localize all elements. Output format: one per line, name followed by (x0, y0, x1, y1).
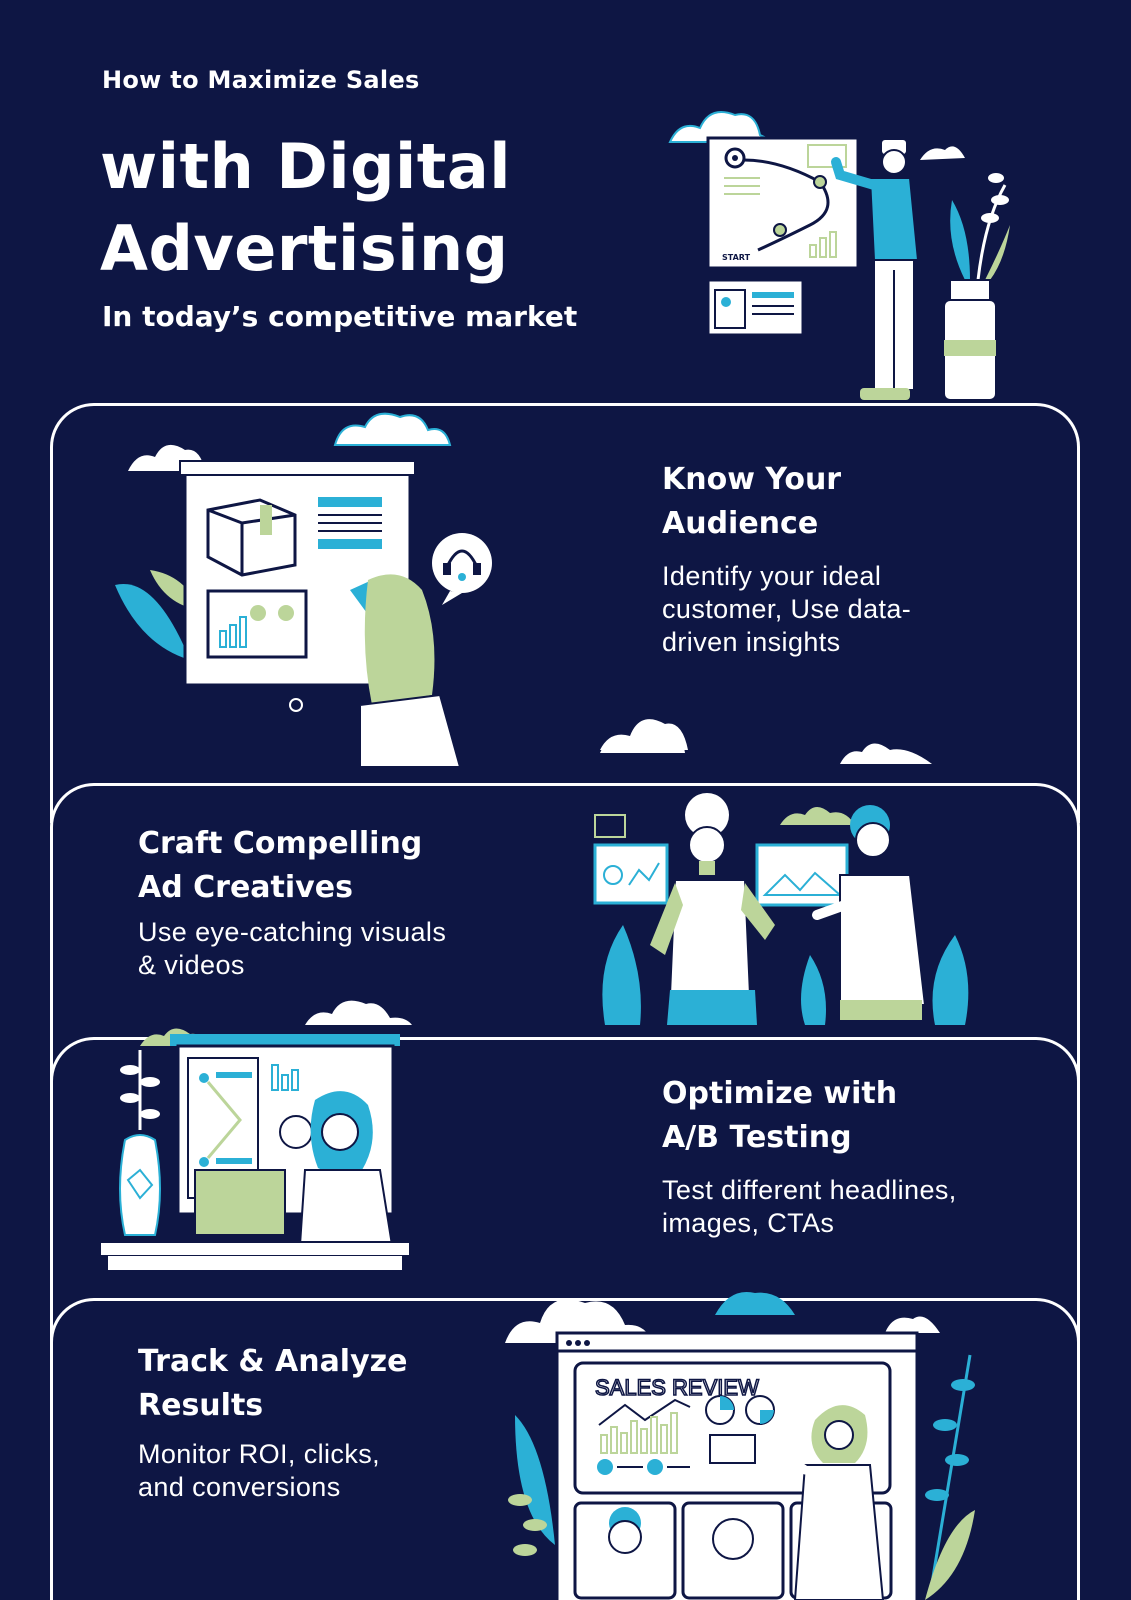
section-text-audience: Know Your Audience Identify your ideal c… (662, 458, 1062, 659)
bush-icon (602, 925, 641, 1025)
image-icon (762, 871, 843, 896)
section-body: Use eye-catching visuals & videos (138, 916, 558, 982)
section-body: Monitor ROI, clicks, and conversions (138, 1438, 518, 1504)
sales-review-label: SALES REVIEW (595, 1375, 759, 1400)
presenter-hijab-figure (765, 1405, 885, 1600)
section-title-line1: Track & Analyze (138, 1344, 408, 1379)
leaf-icon (508, 1494, 547, 1556)
section-title-line1: Craft Compelling (138, 826, 423, 861)
page-title-line1: with Digital (100, 130, 511, 203)
plant-icon (925, 1354, 975, 1600)
plant-icon (943, 173, 1010, 401)
audience-illustration (115, 412, 685, 768)
section-title-line1: Optimize with (662, 1076, 898, 1111)
clouds-decoration (305, 1000, 412, 1025)
section-title-line1: Know Your (662, 462, 842, 497)
woman-figure (650, 793, 775, 1025)
leaf-icon (515, 1415, 555, 1545)
section-title: Craft Compelling Ad Creatives (138, 822, 558, 910)
leaf-icon (115, 583, 190, 660)
section-text-analyze: Track & Analyze Results Monitor ROI, cli… (138, 1340, 518, 1504)
image-icon (709, 1434, 756, 1464)
man-figure (812, 805, 927, 1020)
cloud-icon (840, 743, 932, 764)
abtesting-illustration (99, 1028, 411, 1270)
section-text-abtesting: Optimize with A/B Testing Test different… (662, 1072, 1062, 1240)
page-title-line2: Advertising (100, 212, 509, 285)
cloud-icon (885, 1316, 940, 1333)
presenter-figure (831, 140, 920, 400)
presenter-woman-figure (330, 550, 462, 768)
clouds-decoration (600, 719, 932, 764)
lightbulb-icon (603, 865, 623, 885)
section-title: Track & Analyze Results (138, 1340, 518, 1428)
section-body-line2: & videos (138, 950, 245, 980)
section-title-line2: A/B Testing (662, 1120, 852, 1155)
headset-icon (432, 533, 492, 605)
section-body-line2: images, CTAs (662, 1208, 835, 1238)
cloud-icon (600, 719, 688, 750)
section-body-line3: driven insights (662, 627, 841, 657)
box-icon (206, 498, 297, 577)
section-title: Know Your Audience (662, 458, 1062, 546)
laptop-icon (194, 1169, 286, 1236)
section-body-line2: and conversions (138, 1472, 341, 1502)
section-body: Identify your ideal customer, Use data- … (662, 560, 1062, 659)
creatives-illustration (593, 793, 969, 1025)
header-kicker: How to Maximize Sales (102, 66, 420, 94)
section-title-line2: Ad Creatives (138, 870, 353, 905)
cloud-icon (668, 111, 776, 143)
section-title-line2: Audience (662, 506, 819, 541)
cloud-icon (780, 806, 855, 825)
section-body: Test different headlines, images, CTAs (662, 1174, 1062, 1240)
avatar (608, 1507, 642, 1554)
section-body-line1: Test different headlines, (662, 1175, 957, 1205)
presenter-illustration: START (668, 111, 1010, 401)
section-body-line1: Use eye-catching visuals (138, 917, 447, 947)
cloud-icon (305, 1000, 412, 1025)
section-title-line2: Results (138, 1388, 264, 1423)
leaf-icon (932, 935, 969, 1025)
section-body-line2: customer, Use data- (662, 594, 912, 624)
woman-hijab-figure (298, 1091, 394, 1246)
idea-screen (593, 843, 669, 905)
section-body-line1: Identify your ideal (662, 561, 882, 591)
cloud-icon (333, 412, 452, 446)
section-text-creatives: Craft Compelling Ad Creatives Use eye-ca… (138, 822, 558, 982)
section-title: Optimize with A/B Testing (662, 1072, 1062, 1160)
section-body-line1: Monitor ROI, clicks, (138, 1439, 381, 1469)
plant-icon (119, 1050, 161, 1236)
board-start-label: START (722, 253, 751, 262)
header-subtitle: In today’s competitive market (102, 300, 578, 333)
sales-review-illustration: SALES REVIEW (505, 1291, 975, 1600)
page-title: with Digital Advertising (100, 126, 511, 290)
cloud-icon (715, 1291, 795, 1315)
avatar (712, 1518, 754, 1560)
cloud-icon (920, 146, 965, 160)
